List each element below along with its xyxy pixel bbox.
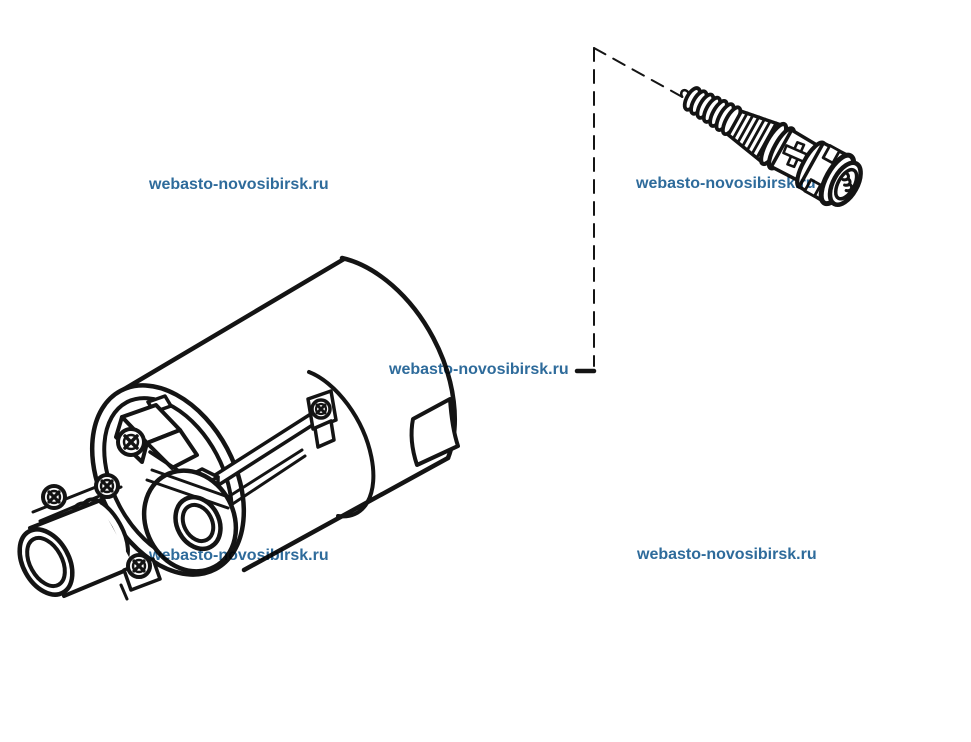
watermark-text: webasto-novosibirsk.ru — [637, 546, 817, 563]
screw-strap-right — [94, 473, 120, 499]
watermark-text: webasto-novosibirsk.ru — [389, 361, 569, 378]
screw-ear — [126, 553, 152, 579]
leader-lines — [574, 47, 687, 374]
pump-housing — [141, 468, 239, 574]
outlet-port-inner-ring — [180, 502, 216, 544]
body-label-sticker — [409, 397, 460, 467]
body-top-line — [118, 256, 347, 394]
leader-diagonal-dashed — [593, 47, 687, 100]
watermark-text: webasto-novosibirsk.ru — [149, 176, 329, 193]
heater-unit-drawing — [17, 255, 460, 601]
screw-rail — [310, 398, 332, 420]
screw-bracket — [116, 427, 146, 457]
jacket-front-arc — [307, 370, 376, 519]
screws — [41, 398, 332, 579]
water-pipe-stub — [17, 497, 138, 598]
connector-pin-3 — [844, 182, 854, 193]
side-mount-rail — [199, 389, 338, 513]
glow-plug-connector-end — [818, 152, 863, 207]
watermark-text: webasto-novosibirsk.ru — [636, 175, 816, 192]
glow-plug-drawing — [680, 86, 863, 207]
body-bottom-line — [241, 455, 451, 573]
watermark-text: webasto-novosibirsk.ru — [149, 547, 329, 564]
screw-strap-left — [41, 484, 67, 510]
glow-plug-coil — [682, 86, 743, 137]
